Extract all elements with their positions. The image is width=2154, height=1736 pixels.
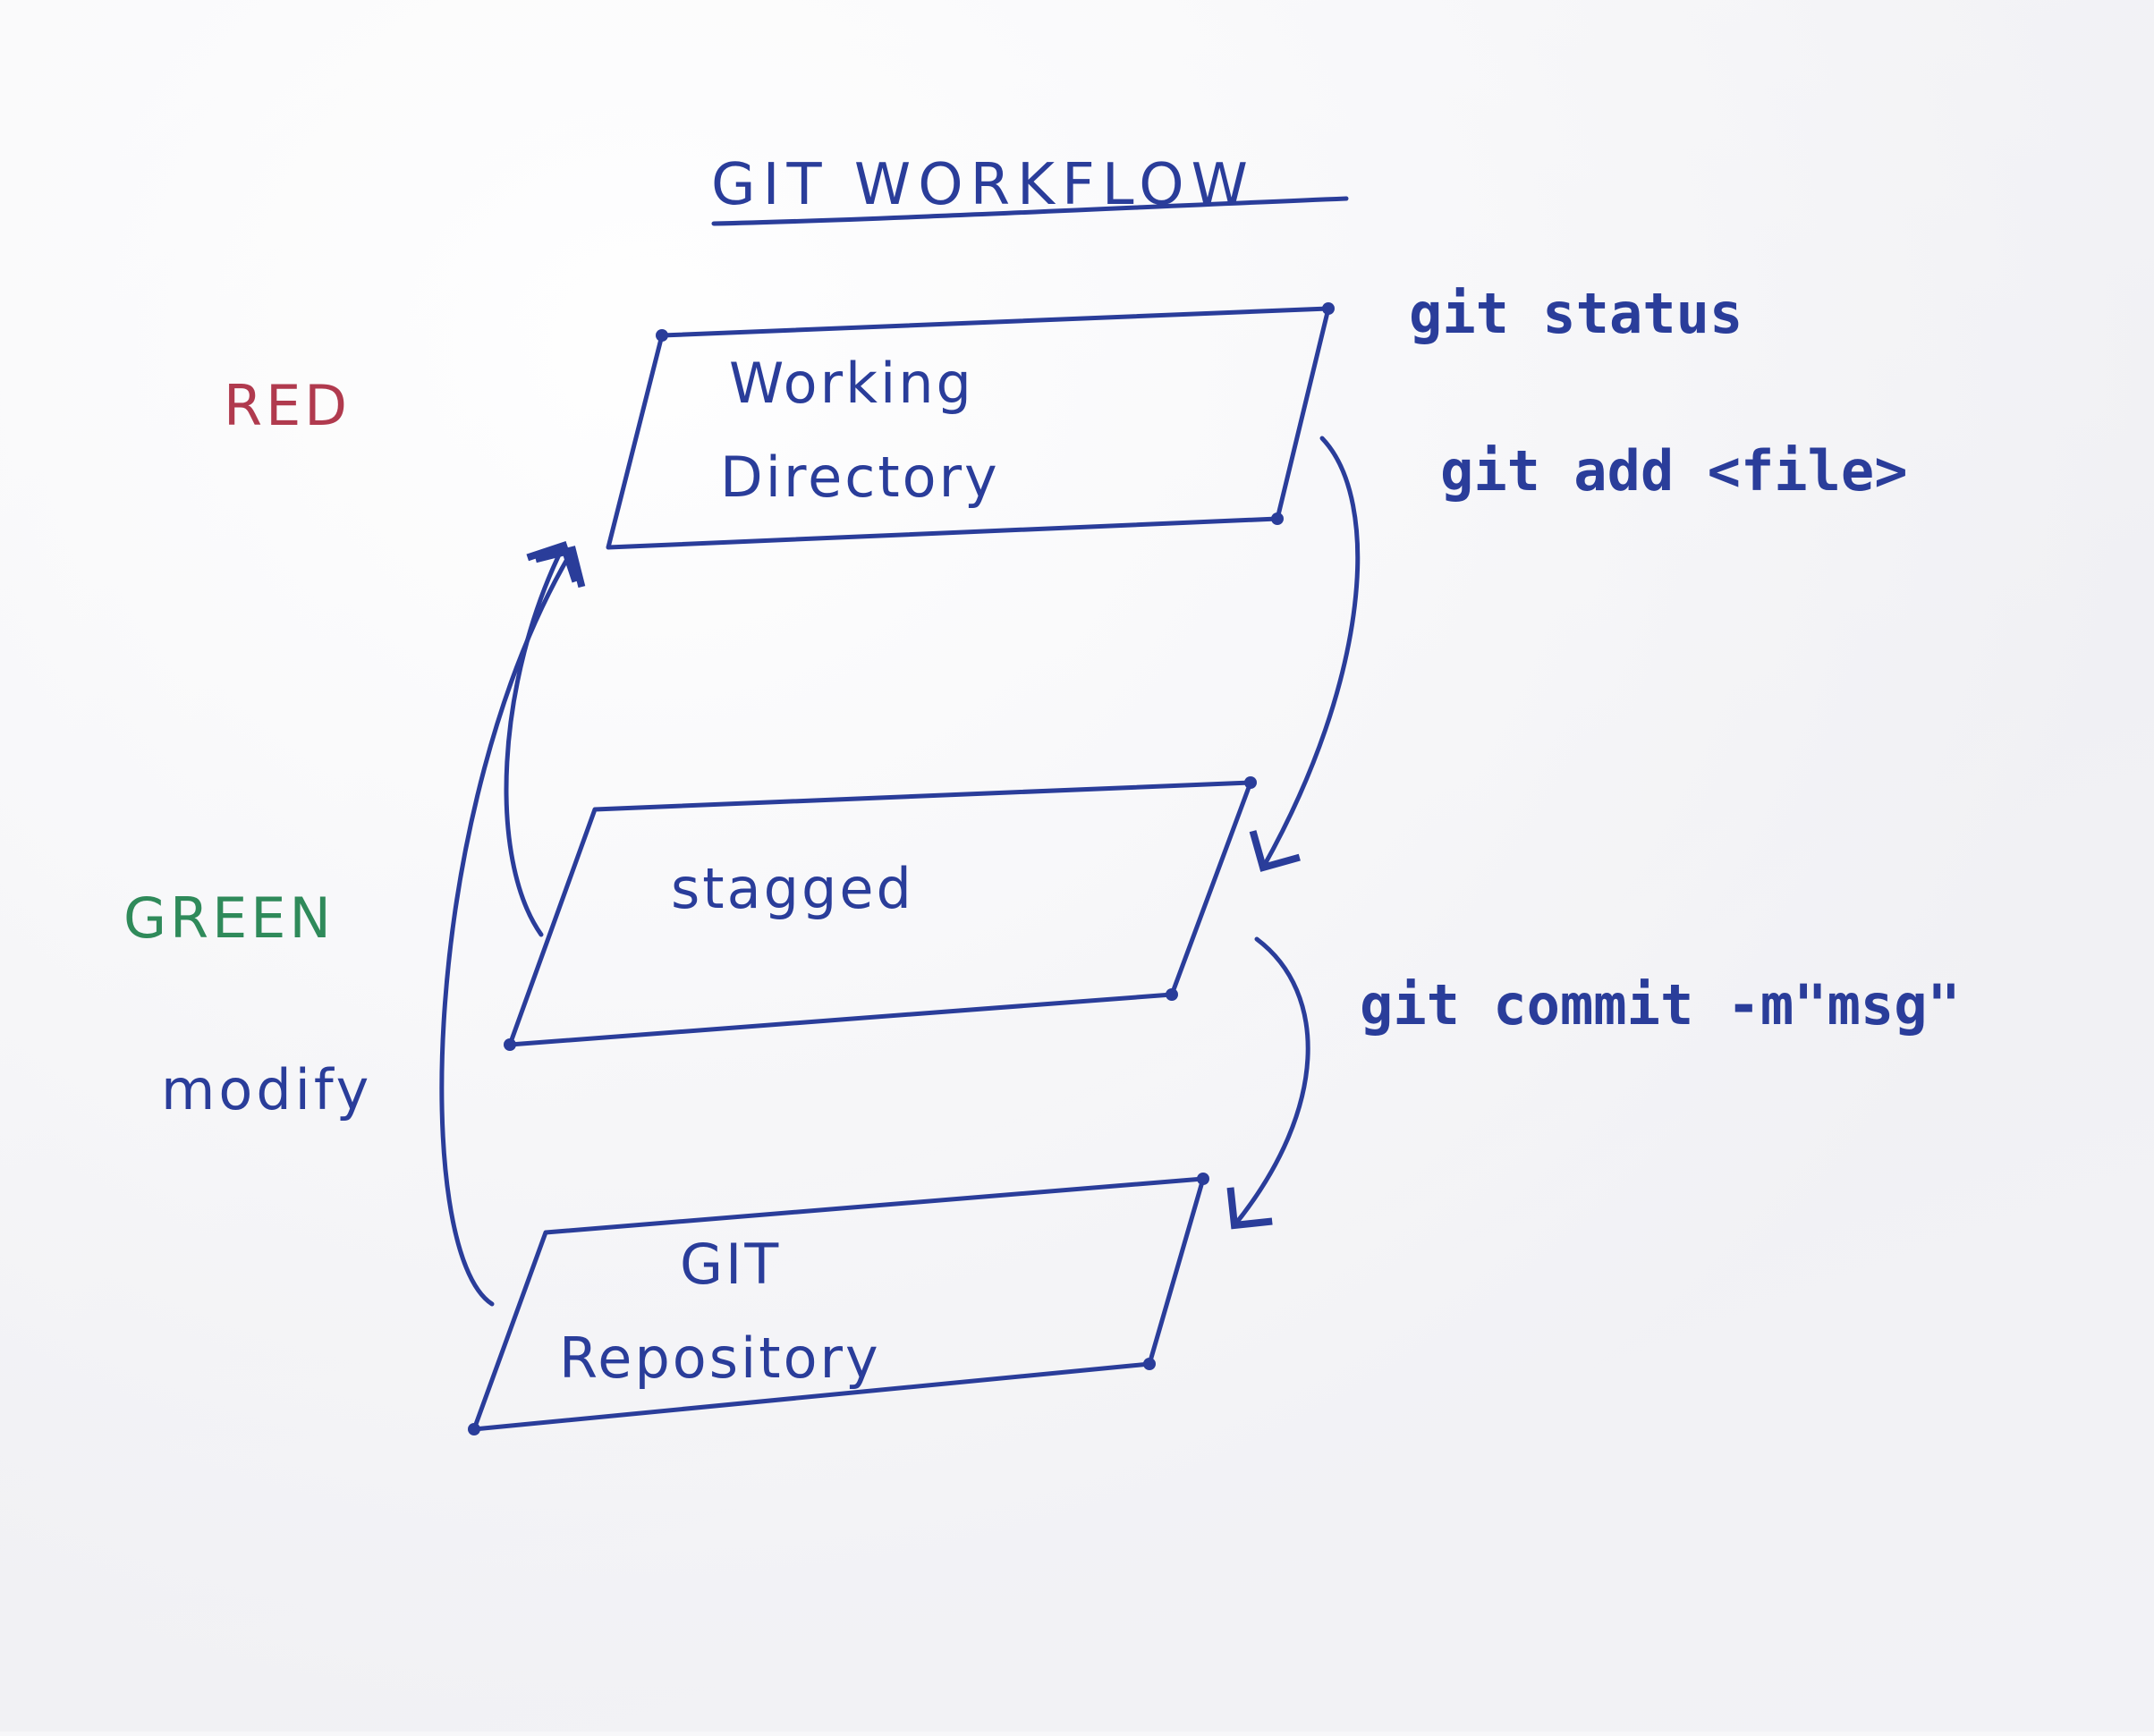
commit-arrow xyxy=(1226,936,1310,1230)
working-directory-label-line1: Working xyxy=(729,351,974,416)
staged-label: stagged xyxy=(671,856,914,921)
git-commit-command: git commit -m"msg" xyxy=(1360,972,1961,1037)
working-directory-corner-dot xyxy=(1271,512,1284,525)
working-directory-corner-dot xyxy=(1322,302,1335,315)
working-directory-box: Working Directory xyxy=(606,302,1335,550)
git-repository-outline xyxy=(471,1176,1206,1432)
git-repository-box: GIT Repository xyxy=(468,1173,1209,1435)
modify-arrow xyxy=(439,546,586,1307)
unstage-arrow xyxy=(504,540,580,937)
git-status-command: git status xyxy=(1409,281,1743,346)
git-add-command: git add <file> xyxy=(1440,438,1908,504)
working-directory-label-line2: Directory xyxy=(720,445,1000,510)
staged-corner-dot xyxy=(1244,776,1257,789)
add-arrow xyxy=(1249,436,1361,872)
modify-label: modify xyxy=(161,1057,372,1122)
working-directory-outline xyxy=(606,306,1331,550)
green-state-label: GREEN xyxy=(123,885,335,951)
staged-corner-dot xyxy=(504,1038,516,1051)
red-state-label: RED xyxy=(224,373,351,438)
git-repository-label-line2: Repository xyxy=(559,1325,881,1391)
git-repository-corner-dot xyxy=(1143,1358,1156,1370)
staged-corner-dot xyxy=(1166,988,1178,1001)
git-repository-label-line1: GIT xyxy=(680,1232,781,1297)
git-repository-corner-dot xyxy=(468,1423,480,1435)
git-repository-corner-dot xyxy=(1197,1173,1209,1185)
title-underline xyxy=(711,196,1349,226)
diagram-title: GIT WORKFLOW xyxy=(711,152,1255,218)
working-directory-corner-dot xyxy=(656,329,668,342)
staged-box: stagged xyxy=(504,776,1257,1051)
